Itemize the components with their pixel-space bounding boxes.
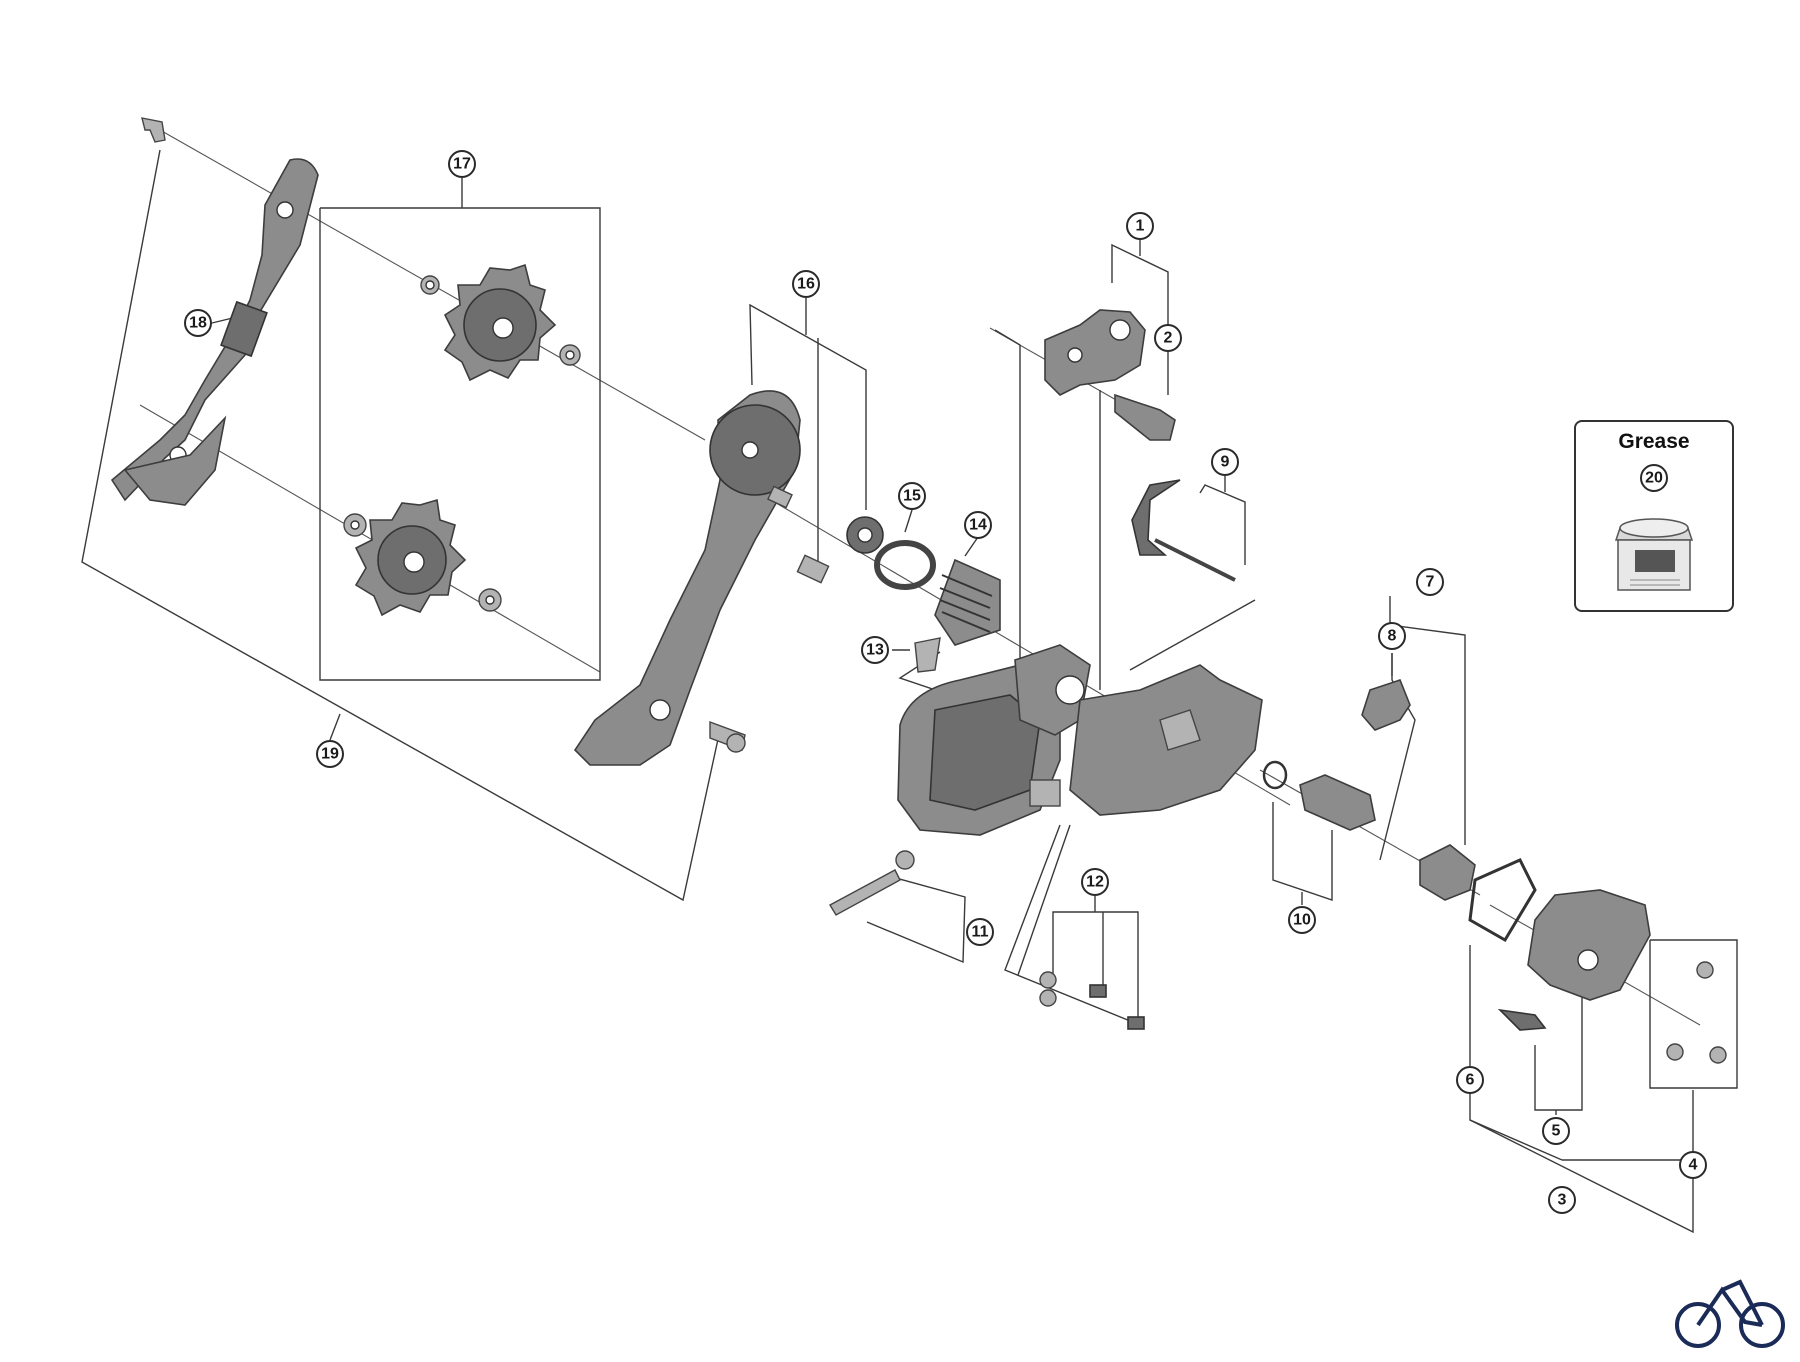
callout-17: 17 xyxy=(448,150,476,178)
callout-11: 11 xyxy=(966,918,994,946)
callout-6: 6 xyxy=(1456,1066,1484,1094)
callout-12: 12 xyxy=(1081,868,1109,896)
stopper-plate-9 xyxy=(1131,479,1236,582)
svg-text:7: 7 xyxy=(1426,574,1435,591)
bracket-axle-1-2 xyxy=(1044,309,1176,441)
svg-text:12: 12 xyxy=(1086,874,1104,891)
svg-text:16: 16 xyxy=(797,276,815,293)
svg-text:11: 11 xyxy=(972,924,989,941)
grease-jar xyxy=(1614,518,1694,591)
circlip-15 xyxy=(874,540,936,590)
motor-unit-7 xyxy=(1419,844,1537,943)
svg-text:9: 9 xyxy=(1221,454,1230,471)
callout-1: 1 xyxy=(1126,212,1154,240)
adjust-bolts-12 xyxy=(1039,971,1145,1030)
svg-text:17: 17 xyxy=(453,156,471,173)
washer-16 xyxy=(796,516,884,584)
axle-10 xyxy=(1262,760,1376,831)
callout-7: 7 xyxy=(1416,568,1444,596)
svg-text:4: 4 xyxy=(1689,1157,1698,1174)
callout-2: 2 xyxy=(1154,324,1182,352)
stopper-13 xyxy=(914,637,941,673)
upper-pulley xyxy=(420,263,581,382)
pulley-cage-outer-plate xyxy=(110,158,319,506)
callout-3: 3 xyxy=(1548,1186,1576,1214)
callout-14: 14 xyxy=(964,511,992,539)
callout-18: 18 xyxy=(184,309,212,337)
lower-pulley xyxy=(343,498,502,617)
svg-text:19: 19 xyxy=(321,746,339,763)
callout-9: 9 xyxy=(1211,448,1239,476)
callout-10: 10 xyxy=(1288,906,1316,934)
callout-15: 15 xyxy=(898,482,926,510)
callout-16: 16 xyxy=(792,270,820,298)
cage-bolt xyxy=(709,720,746,753)
cover-3 xyxy=(1497,889,1727,1064)
callout-19: 19 xyxy=(316,740,344,768)
grease-title: Grease xyxy=(1618,430,1690,453)
svg-text:3: 3 xyxy=(1558,1192,1567,1209)
svg-text:1: 1 xyxy=(1136,218,1145,235)
grease-box: Grease xyxy=(1574,420,1734,612)
svg-text:15: 15 xyxy=(903,488,921,505)
callout-13: 13 xyxy=(861,636,889,664)
svg-text:13: 13 xyxy=(866,642,884,659)
bicycle-icon xyxy=(1675,1279,1785,1348)
svg-text:14: 14 xyxy=(969,517,987,534)
bolt-top xyxy=(141,117,166,143)
callout-8: 8 xyxy=(1378,622,1406,650)
fixing-bolt-11 xyxy=(829,850,915,916)
svg-text:10: 10 xyxy=(1293,912,1311,929)
svg-text:6: 6 xyxy=(1466,1072,1475,1089)
svg-text:5: 5 xyxy=(1552,1123,1561,1140)
callout-5: 5 xyxy=(1542,1117,1570,1145)
svg-text:8: 8 xyxy=(1388,628,1397,645)
svg-text:2: 2 xyxy=(1164,330,1173,347)
svg-text:18: 18 xyxy=(189,315,207,332)
svg-text:20: 20 xyxy=(1645,470,1663,487)
b-tension-spring-14 xyxy=(934,558,1001,646)
callout-20: 20 xyxy=(1640,464,1668,492)
callout-4: 4 xyxy=(1679,1151,1707,1179)
pulley-cage-inner-plate xyxy=(573,390,801,766)
leader-lines xyxy=(81,149,1738,1234)
main-body xyxy=(897,644,1263,836)
sensor-8 xyxy=(1361,679,1411,731)
